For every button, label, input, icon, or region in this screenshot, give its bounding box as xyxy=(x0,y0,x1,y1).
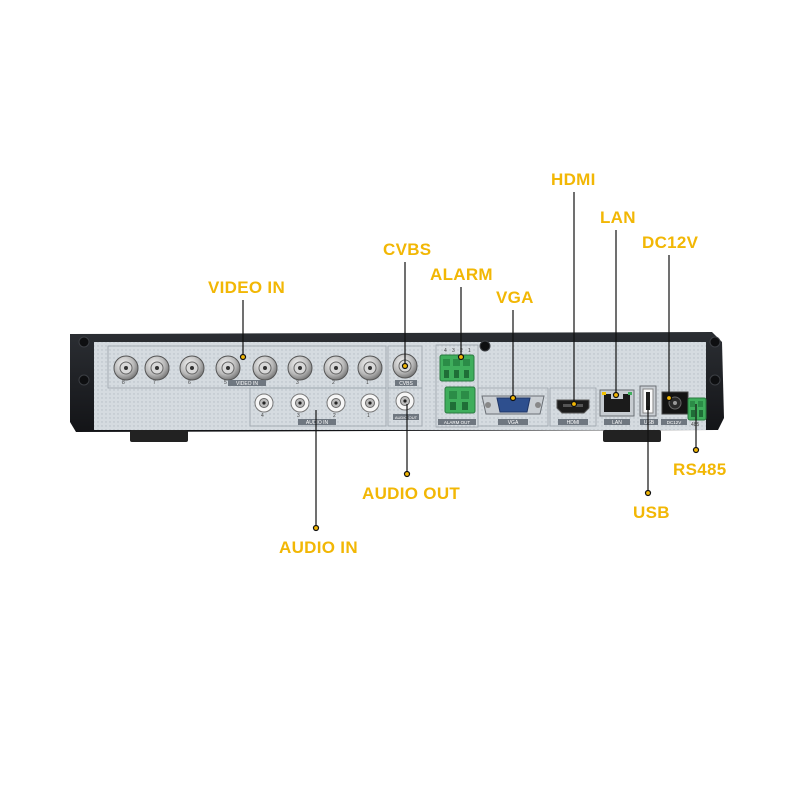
bnc-connector-icon[interactable] xyxy=(113,355,139,381)
screw-icon xyxy=(78,336,90,348)
video-in-frame xyxy=(107,345,387,389)
callout-lan: LAN xyxy=(600,208,636,227)
video-in-panel-label: VIDEO IN xyxy=(236,381,258,387)
vga-panel-label: VGA xyxy=(508,420,519,426)
audio-in-rca-group xyxy=(254,393,380,413)
dc12v-power-jack-icon[interactable] xyxy=(661,391,689,415)
callout-alarm: ALARM xyxy=(430,265,493,284)
dc12v-panel-label: DC12V xyxy=(667,420,682,425)
audio-in-panel-label: AUDIO IN xyxy=(306,420,329,426)
video-ch-number: 7 xyxy=(153,380,156,386)
video-ch-number: 2 xyxy=(332,380,335,386)
rs485-terminal-block-icon[interactable] xyxy=(687,397,707,421)
video-in-bnc-group xyxy=(113,355,383,381)
video-ch-number: 1 xyxy=(366,380,369,386)
screw-icon xyxy=(709,336,721,348)
callout-hdmi: HDMI xyxy=(551,170,596,189)
rca-jack-icon[interactable] xyxy=(254,393,274,413)
screw-icon xyxy=(78,374,90,386)
callout-audio-in: AUDIO IN xyxy=(279,538,358,557)
video-ch-number: 3 xyxy=(296,380,299,386)
callout-leaders xyxy=(239,192,700,532)
cvbs-panel-label: CVBS xyxy=(399,381,413,387)
lan-port-icon[interactable] xyxy=(599,389,635,417)
rca-jack-icon[interactable] xyxy=(326,393,346,413)
audio-ch-number: 1 xyxy=(367,413,370,419)
screw-icon xyxy=(479,340,491,352)
alarm-pin-number: 3 xyxy=(452,348,455,354)
usb-port-icon[interactable] xyxy=(639,385,657,417)
callout-video-in: VIDEO IN xyxy=(208,278,286,297)
lan-panel-label: LAN xyxy=(612,420,622,426)
rs485-panel-label: 485 xyxy=(691,422,700,428)
hdmi-frame xyxy=(549,387,597,427)
alarm-out-panel-label: ALARM OUT xyxy=(444,420,471,425)
callout-audio-out: AUDIO OUT xyxy=(362,484,461,503)
callout-rs485: RS485 xyxy=(673,460,727,479)
audio-out-rca-jack-icon[interactable] xyxy=(395,391,415,411)
video-ch-number: 8 xyxy=(122,380,125,386)
rca-jack-icon[interactable] xyxy=(290,393,310,413)
vga-port-icon[interactable] xyxy=(481,395,545,415)
foot-left xyxy=(130,430,188,442)
bnc-connector-icon[interactable] xyxy=(287,355,313,381)
foot-right xyxy=(603,430,661,442)
callout-dc12v: DC12V xyxy=(642,233,699,252)
alarm-terminal-block-icon[interactable] xyxy=(444,386,476,414)
bnc-connector-icon[interactable] xyxy=(252,355,278,381)
audio-in-frame xyxy=(249,387,387,427)
hdmi-panel-label: HDMI xyxy=(567,420,580,426)
callout-usb: USB xyxy=(633,503,670,522)
video-ch-number: 6 xyxy=(188,380,191,386)
callout-vga: VGA xyxy=(496,288,534,307)
audio-ch-number: 3 xyxy=(297,413,300,419)
video-ch-number: 5 xyxy=(224,380,227,386)
bnc-connector-icon[interactable] xyxy=(179,355,205,381)
audio-out-frame xyxy=(387,387,423,427)
bnc-connector-icon[interactable] xyxy=(144,355,170,381)
screw-icon xyxy=(709,374,721,386)
alarm-frame xyxy=(435,344,479,428)
bnc-connector-icon[interactable] xyxy=(215,355,241,381)
rca-jack-icon[interactable] xyxy=(360,393,380,413)
alarm-pin-number: 4 xyxy=(444,348,447,354)
usb-panel-label: USB xyxy=(644,420,655,426)
audio-out-panel-label: AUDIO OUT xyxy=(395,415,418,420)
alarm-terminal-block-icon[interactable] xyxy=(439,354,475,382)
bnc-connector-icon[interactable] xyxy=(357,355,383,381)
alarm-pin-number: 1 xyxy=(468,348,471,354)
bnc-connector-icon[interactable] xyxy=(323,355,349,381)
callout-cvbs: CVBS xyxy=(383,240,432,259)
audio-ch-number: 4 xyxy=(261,413,264,419)
audio-ch-number: 2 xyxy=(333,413,336,419)
